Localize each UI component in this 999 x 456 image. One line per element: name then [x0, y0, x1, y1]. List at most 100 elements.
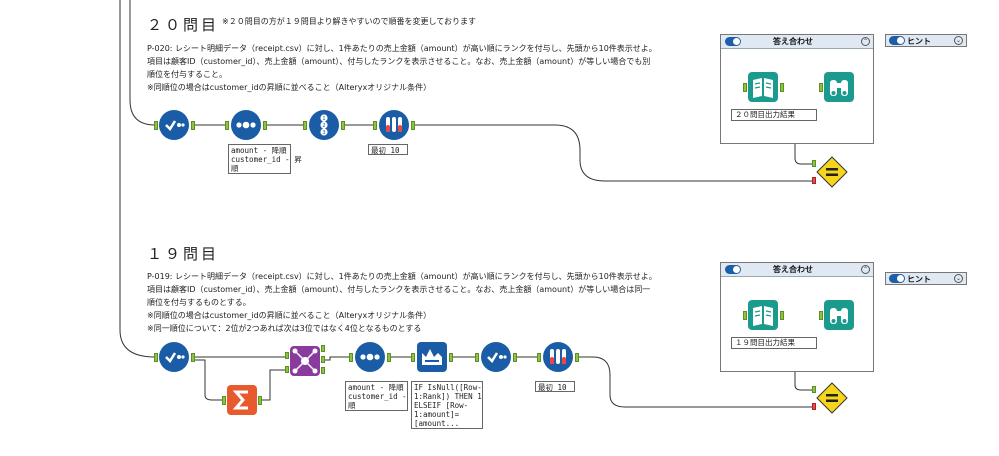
tool-output-anchor[interactable]: [513, 353, 517, 362]
summarize-tool-19[interactable]: [226, 384, 258, 416]
tool-output-anchor[interactable]: [258, 396, 262, 405]
tool-output-anchor[interactable]: [191, 353, 195, 362]
tool-input-anchor[interactable]: [743, 83, 747, 92]
browse-tool-ans19[interactable]: [823, 299, 855, 331]
tool-input-anchor[interactable]: [349, 353, 353, 362]
section19-desc-line: 順位を付与するものとする。: [147, 298, 251, 307]
answer-container-20-header: 答え合わせ ⌃: [721, 35, 873, 49]
join-icon: [290, 346, 320, 376]
tool-input-anchor[interactable]: [154, 121, 158, 130]
record-id-icon: 123: [309, 110, 339, 140]
select-tool-19b[interactable]: [480, 341, 512, 373]
section20-title: ２０問目: [147, 16, 220, 34]
select-tool-19[interactable]: [158, 341, 190, 373]
input-data-icon: [748, 300, 778, 330]
summarize-icon: [227, 385, 257, 415]
answer-container-19: 答え合わせ ⌃ １９問目出力結果: [720, 262, 874, 372]
wire-19-sample-test: [575, 356, 812, 408]
test-input-anchor[interactable]: [812, 177, 816, 184]
tool-output-anchor[interactable]: [191, 121, 195, 130]
tool-input-anchor[interactable]: [819, 83, 823, 92]
svg-text:2: 2: [322, 123, 325, 129]
svg-text:1: 1: [322, 116, 325, 122]
test-tool-19[interactable]: [816, 382, 848, 414]
sort-tool-20[interactable]: [230, 109, 262, 141]
container-toggle[interactable]: [725, 37, 741, 46]
tool-output-anchor[interactable]: [341, 121, 345, 130]
section20-description: P-020: レシート明細データ（receipt.csv）に対し、1件あたりの売…: [147, 42, 657, 94]
join-output-anchor[interactable]: [321, 345, 325, 352]
tool-input-anchor[interactable]: [475, 353, 479, 362]
sample-icon: [543, 342, 573, 372]
sort-tool-19[interactable]: [354, 341, 386, 373]
tool-output-anchor[interactable]: [449, 353, 453, 362]
join-output-anchor[interactable]: [321, 367, 325, 374]
wire-19-join-sort: [321, 356, 349, 361]
join-output-anchor[interactable]: [321, 356, 325, 363]
tool-input-anchor[interactable]: [537, 353, 541, 362]
tool-input-anchor[interactable]: [154, 353, 158, 362]
input-data-tool-ans19[interactable]: [747, 299, 779, 331]
hint-label-19: ヒント: [907, 275, 931, 284]
answer-container-20: 答え合わせ ⌃ ２０問目出力結果: [720, 34, 874, 144]
test-input-anchor[interactable]: [812, 386, 816, 393]
join-left-anchor[interactable]: [285, 352, 289, 359]
sample-tool-20[interactable]: [378, 109, 410, 141]
select-icon: [481, 342, 511, 372]
expand-icon[interactable]: ⌄: [954, 274, 963, 283]
sort-icon: [231, 110, 261, 140]
tool-input-anchor[interactable]: [411, 353, 415, 362]
join-tool-19[interactable]: [289, 345, 321, 377]
multi-row-formula-tool-19[interactable]: [416, 341, 448, 373]
answer-container-20-title: 答え合わせ: [773, 37, 813, 46]
tool-input-anchor[interactable]: [373, 121, 377, 130]
section19-desc-line: ※同順位の場合はcustomer_idの昇順に並べること（Alteryxオリジナ…: [147, 311, 432, 320]
section19-desc-line: P-019: レシート明細データ（receipt.csv）に対し、1件あたりの売…: [147, 272, 657, 281]
answer-result-label-20: ２０問目出力結果: [731, 109, 817, 121]
join-right-anchor[interactable]: [285, 366, 289, 373]
wire-ans19-input-test: [781, 319, 812, 391]
wire-19-summarize-join: [258, 369, 285, 401]
select-tool-20[interactable]: [158, 109, 190, 141]
section19-title: １９問目: [147, 245, 220, 263]
tool-input-anchor[interactable]: [819, 311, 823, 320]
collapse-icon[interactable]: ⌃: [861, 37, 870, 46]
wire-ans20-input-test: [781, 91, 812, 165]
browse-icon: [824, 300, 854, 330]
expand-icon[interactable]: ⌄: [954, 36, 963, 45]
wire-19-select-summarize: [191, 359, 222, 401]
tool-input-anchor[interactable]: [303, 121, 307, 130]
wire-trunk-20: [129, 0, 156, 126]
browse-tool-ans20[interactable]: [823, 71, 855, 103]
tool-input-anchor[interactable]: [743, 311, 747, 320]
hint-toggle[interactable]: [889, 36, 905, 45]
input-data-tool-ans20[interactable]: [747, 71, 779, 103]
collapse-icon[interactable]: ⌃: [861, 265, 870, 274]
section19-description: P-019: レシート明細データ（receipt.csv）に対し、1件あたりの売…: [147, 270, 657, 335]
sort-annotation-19: amount - 降順 customer_id - 昇 順: [345, 381, 419, 411]
sample-tool-19[interactable]: [542, 341, 574, 373]
tool-input-anchor[interactable]: [225, 121, 229, 130]
tool-output-anchor[interactable]: [780, 83, 784, 92]
sample-annotation-19: 最初 10: [535, 381, 575, 392]
tool-output-anchor[interactable]: [387, 353, 391, 362]
tool-output-anchor[interactable]: [575, 353, 579, 362]
sample-annotation-20: 最初 10: [368, 144, 408, 155]
tool-output-anchor[interactable]: [780, 311, 784, 320]
hint-toggle[interactable]: [889, 274, 905, 283]
sort-annotation-20: amount - 降順 customer_id - 昇 順: [228, 144, 302, 174]
hint-container-19[interactable]: ヒント ⌄: [885, 272, 967, 285]
svg-text:3: 3: [322, 130, 325, 136]
formula-annotation-19: IF IsNull([Row- 1:Rank]) THEN 1 ELSEIF […: [411, 381, 483, 429]
tool-input-anchor[interactable]: [222, 396, 226, 405]
test-tool-20[interactable]: [816, 156, 848, 188]
tool-output-anchor[interactable]: [411, 121, 415, 130]
container-toggle[interactable]: [725, 265, 741, 274]
test-input-anchor[interactable]: [812, 160, 816, 167]
hint-container-20[interactable]: ヒント ⌄: [885, 34, 967, 47]
test-input-anchor[interactable]: [812, 403, 816, 410]
tool-output-anchor[interactable]: [263, 121, 267, 130]
